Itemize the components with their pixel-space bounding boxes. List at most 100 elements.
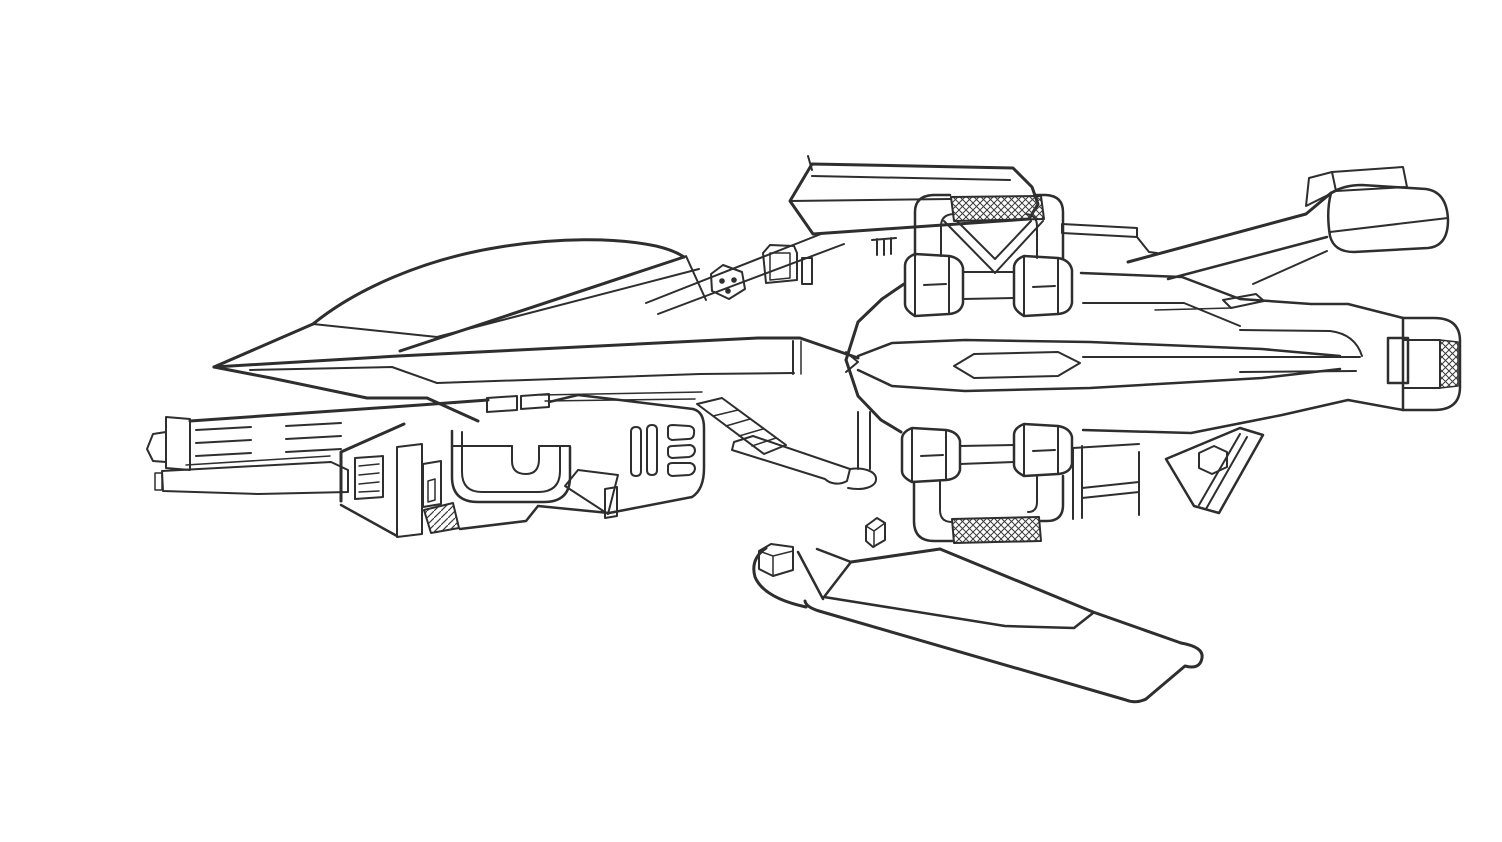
spine-top-rail bbox=[856, 338, 1342, 358]
boom-top-bar-bevel bbox=[1305, 171, 1337, 207]
boom-tip-line bbox=[1329, 217, 1449, 233]
slab-tongue bbox=[847, 467, 877, 490]
ladder-strut bbox=[696, 397, 787, 455]
u-channel-inner bbox=[461, 431, 561, 493]
beam-under-line-a bbox=[539, 391, 703, 396]
body-top-right bbox=[1079, 271, 1405, 320]
coupler-bottom-links bbox=[959, 444, 1015, 465]
gun-vent-panel-lines bbox=[358, 463, 380, 493]
pipe-bottom-right-inner bbox=[1027, 475, 1038, 513]
gun-lower-notch bbox=[154, 472, 163, 491]
small-rect-vent bbox=[801, 257, 813, 285]
coupler-br-rings bbox=[1023, 423, 1059, 477]
engine-hatch-strip bbox=[1439, 339, 1459, 389]
gun-front-block bbox=[165, 416, 191, 471]
fin-trailing-edge bbox=[803, 599, 1148, 704]
coupler-bl-rings bbox=[911, 427, 947, 483]
fin-top-edge bbox=[849, 547, 942, 564]
booster-hex bbox=[1198, 445, 1228, 475]
spoiler-top-inner bbox=[811, 175, 1011, 181]
coupler-tr-rings bbox=[1023, 255, 1059, 317]
right-bar-step bbox=[1136, 236, 1158, 254]
gun-right-wall bbox=[690, 407, 706, 499]
diagonal-slab bbox=[731, 435, 851, 485]
body-left-lower bbox=[844, 358, 903, 434]
rivet-3 bbox=[725, 288, 731, 294]
engine-cap bbox=[1401, 316, 1462, 412]
intake-box bbox=[762, 244, 798, 284]
funnel-outer bbox=[943, 220, 1044, 274]
canopy-bottom-edge bbox=[312, 323, 438, 338]
intake-inner bbox=[769, 252, 791, 281]
canopy-frame-edge bbox=[685, 255, 707, 301]
gun-top-edge bbox=[188, 398, 490, 423]
beam-neck bbox=[756, 336, 860, 360]
fin-collar-a bbox=[796, 550, 825, 601]
rivet-plate bbox=[710, 264, 746, 300]
canopy-strake-lower bbox=[436, 268, 700, 338]
hatch-band-bottom bbox=[951, 516, 1042, 544]
fin-leading-edge bbox=[938, 547, 1183, 645]
gun-angled-panel bbox=[564, 469, 619, 515]
body-detail-plate bbox=[1222, 293, 1265, 309]
gun-subpanel bbox=[422, 460, 442, 508]
stroke-layer bbox=[146, 155, 1462, 704]
gun-capsule-1 bbox=[630, 426, 642, 477]
right-thin-bar bbox=[1061, 223, 1138, 238]
canopy-strake-upper bbox=[398, 255, 686, 353]
nose-bottom-edge bbox=[212, 365, 480, 423]
spoiler-bottom-inner bbox=[789, 198, 951, 202]
underbody-frame-top bbox=[1072, 443, 1140, 449]
u-channel-outer bbox=[450, 429, 572, 504]
body-top-inner-line bbox=[1082, 302, 1241, 327]
boom-upper-edge bbox=[1126, 191, 1333, 264]
link-block-1 bbox=[486, 395, 518, 413]
coupler-br-dash bbox=[1032, 449, 1056, 452]
pipe-bottom-right-outer bbox=[1039, 474, 1065, 523]
coupler-tl-rings bbox=[914, 253, 950, 317]
nose-mid-edge bbox=[212, 336, 760, 369]
coupler-bl-dash bbox=[920, 454, 944, 457]
fin-cap-lines bbox=[758, 550, 794, 577]
small-box-lines bbox=[865, 522, 886, 548]
spoiler-tick bbox=[807, 155, 813, 171]
underbody-frame-bars bbox=[1081, 481, 1140, 499]
fin-panel-lines bbox=[822, 560, 1095, 630]
link-block-2 bbox=[520, 393, 550, 410]
fin-collar-b bbox=[815, 547, 853, 564]
boom-tip-pod bbox=[1327, 183, 1450, 254]
hatch-band-top bbox=[950, 195, 1045, 222]
booster-pod bbox=[1164, 426, 1265, 515]
pipe-top-left-inner bbox=[940, 213, 954, 257]
coupler-top-links bbox=[962, 271, 1015, 300]
fin-nose bbox=[752, 546, 808, 609]
funnel-inner bbox=[956, 220, 1032, 260]
spine-bottom-rail bbox=[856, 367, 1342, 393]
engine-converge-bottom bbox=[1239, 370, 1357, 373]
gun-subpanel-slot bbox=[427, 478, 436, 503]
engine-nozzle-rect bbox=[1386, 336, 1410, 385]
canopy-outline bbox=[311, 238, 686, 326]
gun-block-bevel bbox=[339, 422, 406, 503]
gun-lower-bar bbox=[161, 461, 349, 495]
boom-lower-edge bbox=[1166, 235, 1329, 281]
fin-cap-box bbox=[758, 543, 794, 577]
nose-ridge bbox=[212, 322, 315, 369]
gun-hatched-wedge bbox=[423, 502, 460, 534]
pipe-bottom-left-inner bbox=[939, 481, 953, 523]
gun-vent-dashes bbox=[195, 422, 342, 457]
gun-finger-2 bbox=[667, 444, 696, 459]
nose-inner-line bbox=[249, 366, 438, 384]
gun-finger-1 bbox=[667, 424, 696, 441]
bracket-ticks bbox=[871, 237, 897, 256]
coupler-tr-dash bbox=[1032, 285, 1056, 288]
body-bottom-right bbox=[1081, 398, 1405, 435]
gun-pillar bbox=[396, 443, 423, 538]
engine-converge-top bbox=[1239, 329, 1363, 357]
body-left-upper bbox=[844, 282, 906, 362]
beam-bottom bbox=[436, 372, 795, 384]
gun-vent-panel bbox=[354, 455, 384, 500]
boom-top-bar bbox=[1331, 166, 1408, 192]
coupler-tl-dash bbox=[923, 283, 947, 286]
